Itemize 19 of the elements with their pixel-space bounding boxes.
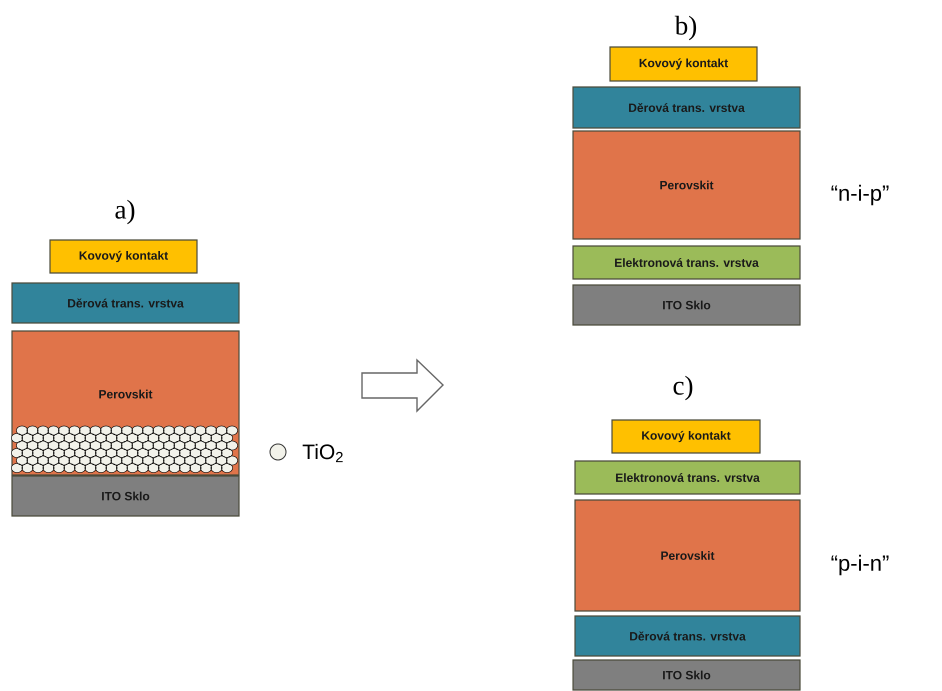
- layer-box: Děrová trans. vrstva: [574, 615, 801, 657]
- legend-text: TiO$_{2}$: [302, 444, 343, 462]
- layer-box: Kovový kontakt: [49, 239, 198, 274]
- layer-box: ITO Sklo: [572, 284, 801, 326]
- panel-label: a): [115, 200, 134, 224]
- structure-label: “p-i-n”: [831, 554, 889, 576]
- layer-box: Perovskit: [574, 499, 801, 612]
- panel-label: c): [674, 376, 692, 400]
- layer-box: Kovový kontakt: [609, 46, 758, 82]
- layer-box: Děrová trans. vrstva: [11, 282, 240, 324]
- layer-box: Děrová trans. vrstva: [572, 86, 801, 129]
- layer-box: Elektronová trans. vrstva: [574, 460, 801, 495]
- panel-label: b): [674, 16, 696, 40]
- layer-box: ITO Sklo: [572, 659, 801, 691]
- layer-box: Elektronová trans. vrstva: [572, 245, 801, 280]
- layer-box: ITO Sklo: [11, 475, 240, 517]
- layer-box: Kovový kontakt: [611, 419, 761, 454]
- structure-label: “n-i-p”: [831, 184, 889, 206]
- layer-box: Perovskit: [572, 130, 801, 240]
